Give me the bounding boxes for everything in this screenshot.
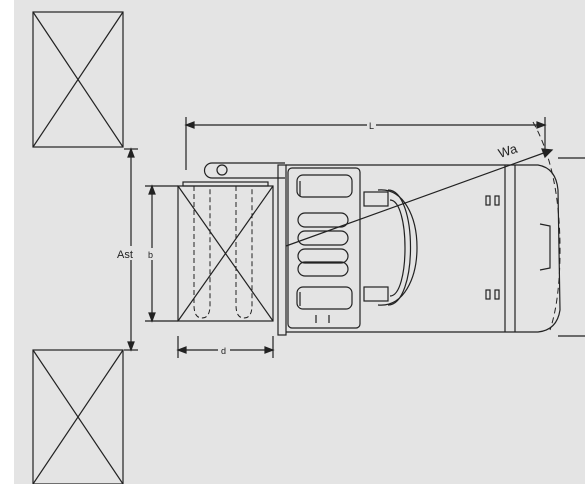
forklift-body (203, 162, 561, 336)
load-depth-label: d (221, 346, 226, 356)
length-label: L (369, 121, 374, 131)
mast-assembly (287, 167, 418, 329)
edge-reference-lines (558, 157, 585, 337)
load-width-dimension (145, 184, 178, 323)
load-width-label: b (148, 250, 153, 260)
rack-top (32, 11, 124, 148)
length-dimension (184, 117, 547, 170)
aisle-width-label: Ast (117, 249, 133, 261)
turning-radius-label: Wa (496, 140, 519, 160)
turning-radius (285, 121, 561, 331)
forks (193, 186, 253, 319)
rack-bottom (32, 349, 124, 484)
